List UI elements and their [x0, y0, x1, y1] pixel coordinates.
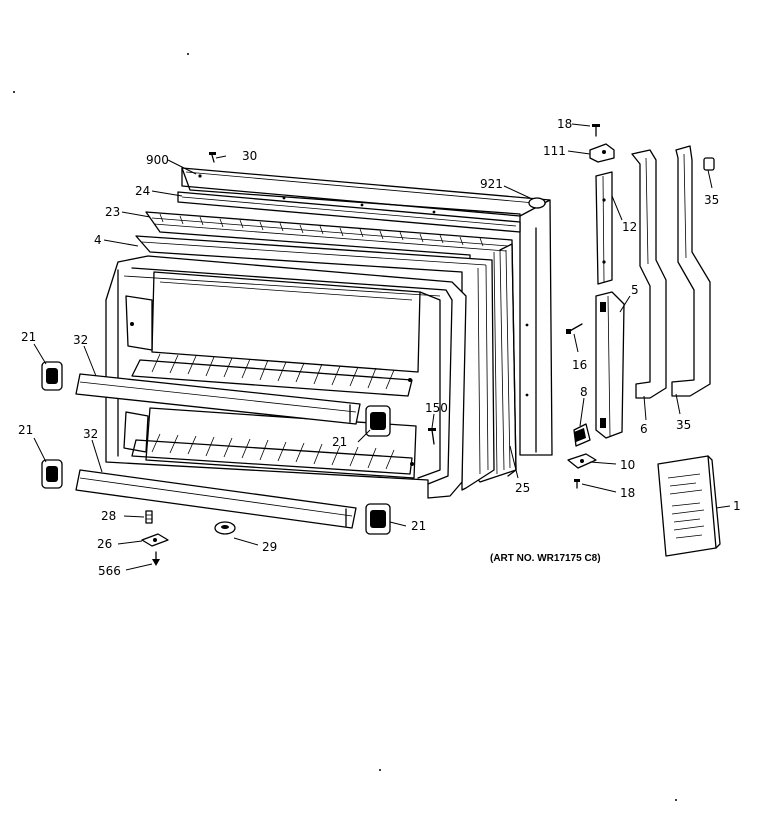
- callout-32-upper: 32: [73, 333, 88, 347]
- booklet-text-lines: [667, 473, 705, 539]
- callout-6: 6: [640, 422, 648, 436]
- callout-111: 111: [543, 144, 566, 158]
- callout-21-middle: 21: [332, 435, 347, 449]
- callout-32-lower: 32: [83, 427, 98, 441]
- plug-921: [528, 197, 546, 209]
- end-cap-21-upper-right: [365, 405, 391, 437]
- screw-28: [145, 510, 153, 524]
- hinge-pin-26: [141, 533, 169, 547]
- upper-shelf-bars: [131, 353, 413, 397]
- callout-23: 23: [105, 205, 120, 219]
- bracket-10: [567, 453, 597, 469]
- callout-18-bottom: 18: [620, 486, 635, 500]
- callout-28: 28: [101, 509, 116, 523]
- callout-35-bottom: 35: [676, 418, 691, 432]
- callout-4: 4: [94, 233, 102, 247]
- callout-21-lower-left: 21: [18, 423, 33, 437]
- callout-25: 25: [515, 481, 530, 495]
- callout-29: 29: [262, 540, 277, 554]
- callout-10: 10: [620, 458, 635, 472]
- instruction-booklet-1: [657, 455, 721, 557]
- callout-21-upper-left: 21: [21, 330, 36, 344]
- art-number: (ART NO. WR17175 C8): [490, 553, 601, 564]
- door-dike-tray: [105, 255, 467, 499]
- callout-16: 16: [572, 358, 587, 372]
- callout-900: 900: [146, 153, 169, 167]
- end-cap-21-lower-right: [365, 503, 391, 535]
- callout-5: 5: [631, 283, 639, 297]
- shelf-front-bar-lower: [75, 469, 357, 529]
- screw-18-bottom: [574, 479, 580, 489]
- callout-12: 12: [622, 220, 637, 234]
- bushing-566: [152, 551, 160, 566]
- bracket-5: [595, 291, 625, 439]
- leader-lines: [33, 123, 731, 571]
- door-trim-24: [177, 191, 521, 233]
- end-cap-21-lower-left: [41, 459, 63, 489]
- end-cap-21-upper-left: [41, 361, 63, 391]
- screw-150: [428, 428, 436, 445]
- shelf-front-bar-upper: [75, 373, 361, 425]
- cap-35: [703, 157, 715, 171]
- door-inner-liner-4: [135, 235, 495, 491]
- gasket-hatching: [159, 213, 484, 247]
- hinge-strap-35: [671, 145, 711, 397]
- callout-24: 24: [135, 184, 150, 198]
- callout-26: 26: [97, 537, 112, 551]
- bracket-12: [595, 171, 613, 285]
- callout-8: 8: [580, 385, 588, 399]
- stop-8: [573, 423, 591, 447]
- callout-21-lower-right: 21: [411, 519, 426, 533]
- callout-1: 1: [733, 499, 741, 513]
- door-seal-25: [499, 243, 517, 477]
- callout-566: 566: [98, 564, 121, 578]
- lower-shelf-bars: [131, 433, 413, 475]
- callout-35-top: 35: [704, 193, 719, 207]
- screw-30: [209, 152, 216, 163]
- callout-150: 150: [425, 401, 448, 415]
- callout-30: 30: [242, 149, 257, 163]
- screw-18-top: [592, 124, 600, 137]
- callout-921: 921: [480, 177, 503, 191]
- screw-16: [566, 323, 583, 334]
- door-outer-panel: [181, 167, 553, 456]
- hinge-strap-6: [631, 149, 667, 399]
- scan-specks: [13, 53, 677, 801]
- callout-18-top: 18: [557, 117, 572, 131]
- hinge-bracket-111: [589, 143, 615, 163]
- cap-29: [214, 521, 236, 535]
- callout-labels: 900 30 24 23 4 921 18 111 12 35 5 16 8 6…: [18, 117, 741, 578]
